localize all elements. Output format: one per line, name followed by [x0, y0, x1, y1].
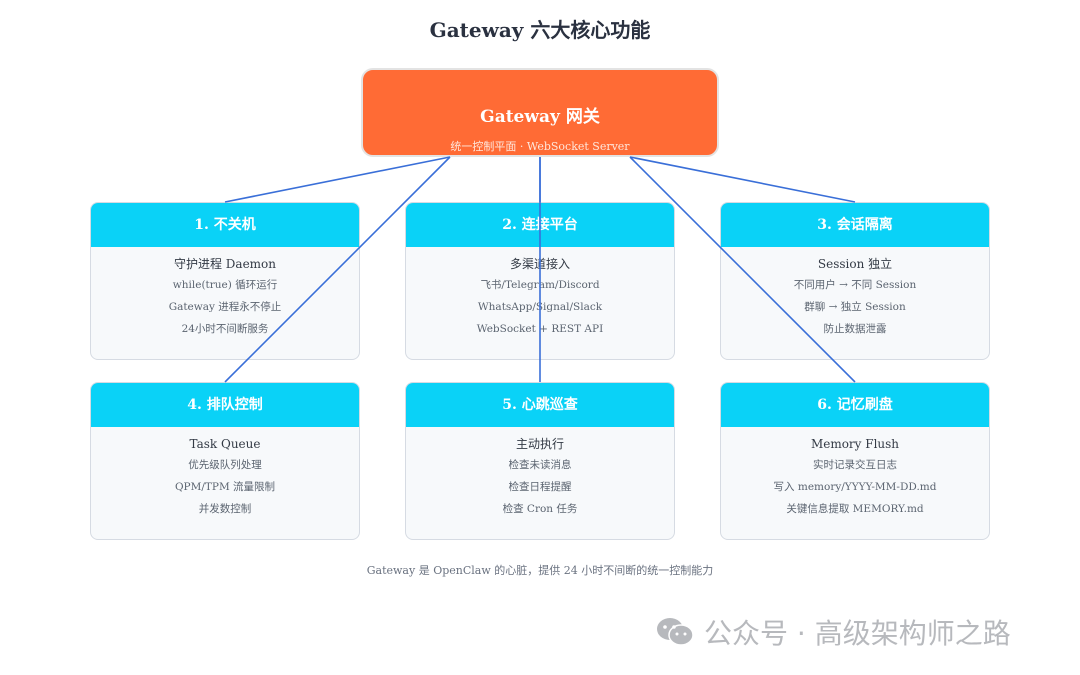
- card-header: 2. 连接平台: [406, 203, 674, 247]
- card-subtitle: 主动执行: [515, 437, 564, 451]
- connector-session: [629, 156, 856, 203]
- connector-daemon: [224, 156, 451, 203]
- card-header: 3. 会话隔离: [721, 203, 989, 247]
- gateway-node: Gateway 网关 统一控制平面 · WebSocket Server: [361, 68, 719, 157]
- card-header: 4. 排队控制: [91, 383, 359, 427]
- card-item: 关键信息提取 MEMORY.md: [786, 503, 924, 515]
- card-item: 检查未读消息: [508, 459, 572, 471]
- card-header: 5. 心跳巡查: [406, 383, 674, 427]
- gateway-title: Gateway 网关: [480, 107, 600, 127]
- gateway-subtitle: 统一控制平面 · WebSocket Server: [450, 140, 630, 153]
- card-item: 写入 memory/YYYY-MM-DD.md: [773, 481, 937, 493]
- card-item: 检查 Cron 任务: [502, 503, 578, 515]
- card-memory: 6. 记忆刷盘 Memory Flush 实时记录交互日志 写入 memory/…: [720, 382, 990, 540]
- card-item: 不同用户 → 不同 Session: [793, 279, 917, 291]
- card-header: 1. 不关机: [91, 203, 359, 247]
- card-subtitle: 多渠道接入: [509, 257, 570, 271]
- card-item: 24小时不间断服务: [181, 323, 269, 335]
- card-item: 检查日程提醒: [508, 481, 572, 493]
- card-item: 优先级队列处理: [188, 459, 262, 471]
- card-platform: 2. 连接平台 多渠道接入 飞书/Telegram/Discord WhatsA…: [405, 202, 675, 360]
- card-item: 飞书/Telegram/Discord: [480, 279, 600, 291]
- diagram-title: Gateway 六大核心功能: [429, 18, 651, 42]
- watermark-text: 公众号 · 高级架构师之路: [704, 617, 1011, 650]
- card-item: Gateway 进程永不停止: [168, 301, 282, 313]
- card-item: WhatsApp/Signal/Slack: [477, 301, 603, 313]
- card-item: 并发数控制: [198, 503, 252, 515]
- card-item: 实时记录交互日志: [813, 459, 897, 471]
- card-session: 3. 会话隔离 Session 独立 不同用户 → 不同 Session 群聊 …: [720, 202, 990, 360]
- card-subtitle: Memory Flush: [810, 437, 900, 451]
- card-daemon: 1. 不关机 守护进程 Daemon while(true) 循环运行 Gate…: [90, 202, 360, 360]
- wechat-icon: [657, 618, 694, 646]
- card-item: QPM/TPM 流量限制: [174, 481, 276, 493]
- card-heartbeat: 5. 心跳巡查 主动执行 检查未读消息 检查日程提醒 检查 Cron 任务: [405, 382, 675, 540]
- card-subtitle: Task Queue: [189, 437, 261, 451]
- card-item: 群聊 → 独立 Session: [804, 301, 906, 313]
- card-item: 防止数据泄露: [823, 323, 887, 335]
- card-queue: 4. 排队控制 Task Queue 优先级队列处理 QPM/TPM 流量限制 …: [90, 382, 360, 540]
- card-item: WebSocket + REST API: [476, 323, 604, 335]
- card-item: while(true) 循环运行: [172, 279, 278, 291]
- watermark: 公众号 · 高级架构师之路: [656, 612, 1056, 652]
- card-subtitle: Session 独立: [817, 257, 893, 271]
- card-header: 6. 记忆刷盘: [721, 383, 989, 427]
- diagram-footer: Gateway 是 OpenClaw 的心脏，提供 24 小时不间断的统一控制能…: [366, 564, 714, 577]
- card-subtitle: 守护进程 Daemon: [173, 257, 277, 271]
